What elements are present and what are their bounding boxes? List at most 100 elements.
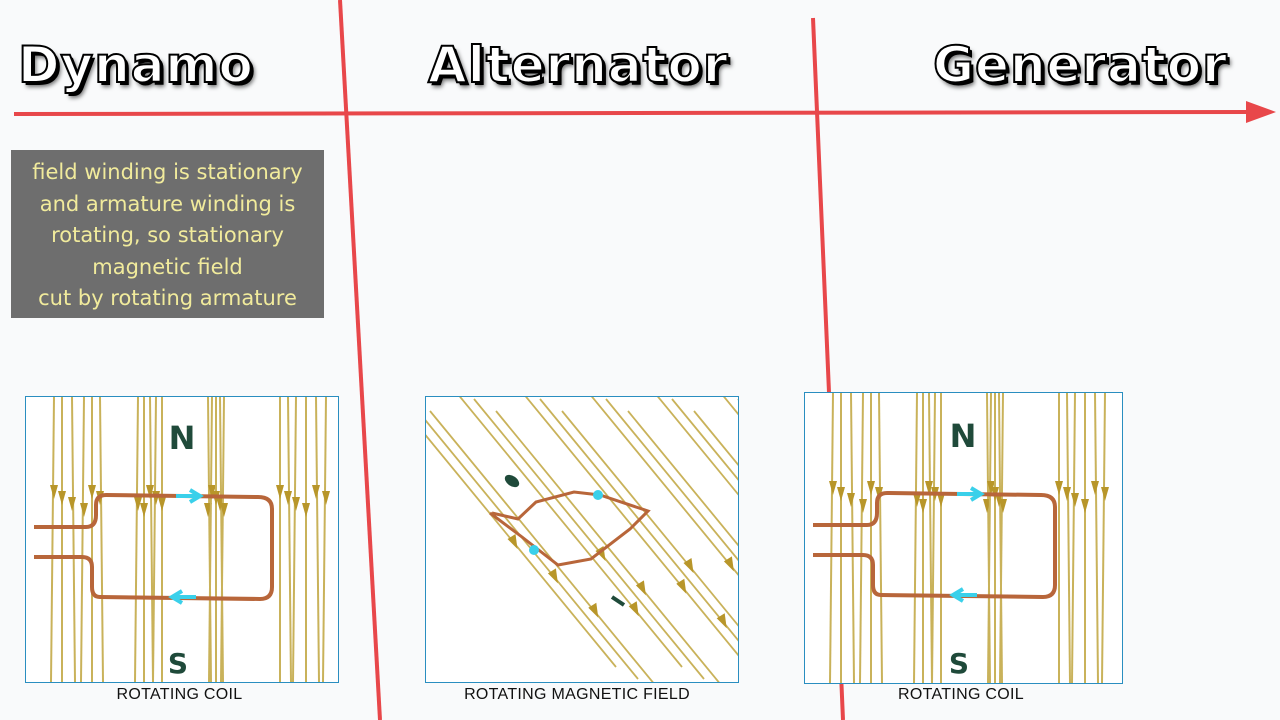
field-arrow	[913, 493, 921, 507]
field-arrow	[284, 491, 292, 505]
field-arrow	[547, 568, 558, 584]
field-line	[671, 398, 738, 481]
field-arrow	[1081, 499, 1089, 513]
field-arrow	[158, 497, 166, 511]
field-line	[208, 397, 213, 682]
field-arrow	[80, 503, 88, 517]
rotating-coil-diagram: N S	[813, 393, 1109, 683]
field-arrow	[312, 485, 320, 499]
field-line	[287, 397, 292, 682]
field-arrow	[847, 493, 855, 507]
field-line	[878, 393, 883, 683]
field-line	[426, 434, 617, 668]
field-arrow	[987, 481, 995, 495]
field-line	[591, 397, 738, 576]
field-line	[693, 410, 738, 466]
pole-marker-top	[504, 474, 520, 488]
pole-south-label: S	[168, 647, 188, 680]
field-arrow	[322, 491, 330, 505]
field-line	[50, 397, 55, 682]
current-arrow-top	[176, 488, 204, 504]
field-line	[931, 393, 936, 683]
field-line	[315, 397, 320, 682]
panel-generator: N S	[804, 392, 1123, 684]
field-arrow	[140, 503, 148, 517]
field-arrow	[937, 493, 945, 507]
caption-alternator: ROTATING MAGNETIC FIELD	[464, 686, 690, 703]
field-arrow	[276, 485, 284, 499]
field-arrow	[146, 485, 154, 499]
pole-south-label: S	[949, 647, 969, 680]
field-arrow	[292, 497, 300, 511]
dynamo-note: field winding is stationary and armature…	[11, 150, 324, 318]
field-line	[1094, 393, 1099, 683]
field-line	[473, 398, 705, 680]
field-line	[292, 397, 297, 682]
coil	[489, 490, 651, 567]
field-lines	[50, 397, 330, 682]
field-arrow	[588, 602, 599, 618]
field-line	[627, 410, 738, 547]
field-arrow	[683, 558, 694, 573]
heading-dynamo: Dynamo	[17, 36, 254, 94]
field-arrow	[628, 601, 639, 617]
field-line	[987, 393, 992, 683]
field-line	[829, 393, 834, 683]
axis-arrowhead	[1246, 101, 1276, 123]
caption-dynamo: ROTATING COIL	[116, 686, 243, 703]
field-line	[1101, 393, 1106, 683]
panel-dynamo: N S	[25, 396, 339, 683]
field-arrow	[58, 491, 66, 505]
field-line	[1071, 393, 1076, 683]
field-arrow	[50, 485, 58, 499]
field-arrow	[507, 534, 518, 549]
field-arrow	[68, 497, 76, 511]
field-arrow	[220, 503, 228, 517]
field-arrow	[302, 503, 310, 517]
field-line	[80, 397, 85, 682]
field-arrow	[88, 485, 96, 499]
field-arrow	[134, 497, 142, 511]
field-line	[322, 397, 327, 682]
field-arrow	[1091, 481, 1099, 495]
field-line	[220, 397, 225, 682]
field-arrow	[859, 499, 867, 513]
caption-generator: ROTATING COIL	[898, 686, 1024, 703]
field-arrow	[1071, 493, 1079, 507]
current-arrow-bottom	[949, 587, 977, 603]
field-arrow	[716, 613, 727, 629]
field-line	[561, 410, 738, 627]
coil	[34, 492, 274, 602]
field-line	[999, 393, 1004, 683]
field-arrow	[676, 578, 687, 594]
field-arrow	[919, 499, 927, 513]
field-arrow	[208, 485, 216, 499]
current-marker-bottom	[529, 545, 539, 555]
pole-marker-bottom	[610, 595, 626, 607]
current-arrow-bottom	[168, 589, 196, 605]
panel-alternator	[425, 396, 739, 683]
current-arrow-top	[957, 486, 985, 502]
field-line	[539, 398, 738, 642]
field-line	[71, 397, 76, 682]
field-arrow	[635, 580, 646, 596]
rotating-field-diagram	[426, 397, 738, 682]
field-lines	[829, 393, 1109, 683]
field-line	[99, 397, 104, 682]
field-line	[605, 398, 738, 562]
coil	[813, 490, 1057, 600]
field-line	[657, 397, 738, 496]
field-arrow	[867, 481, 875, 495]
field-line	[459, 397, 683, 668]
field-line	[913, 393, 918, 683]
rotating-coil-diagram: N S	[34, 397, 330, 682]
current-marker-top	[593, 490, 603, 500]
pole-north-label: N	[169, 419, 196, 457]
field-line	[134, 397, 139, 682]
field-lines	[426, 397, 738, 682]
heading-alternator: Alternator	[427, 36, 729, 94]
field-arrow	[723, 556, 734, 572]
field-line	[152, 397, 157, 682]
field-line	[429, 410, 654, 682]
field-arrow	[925, 481, 933, 495]
